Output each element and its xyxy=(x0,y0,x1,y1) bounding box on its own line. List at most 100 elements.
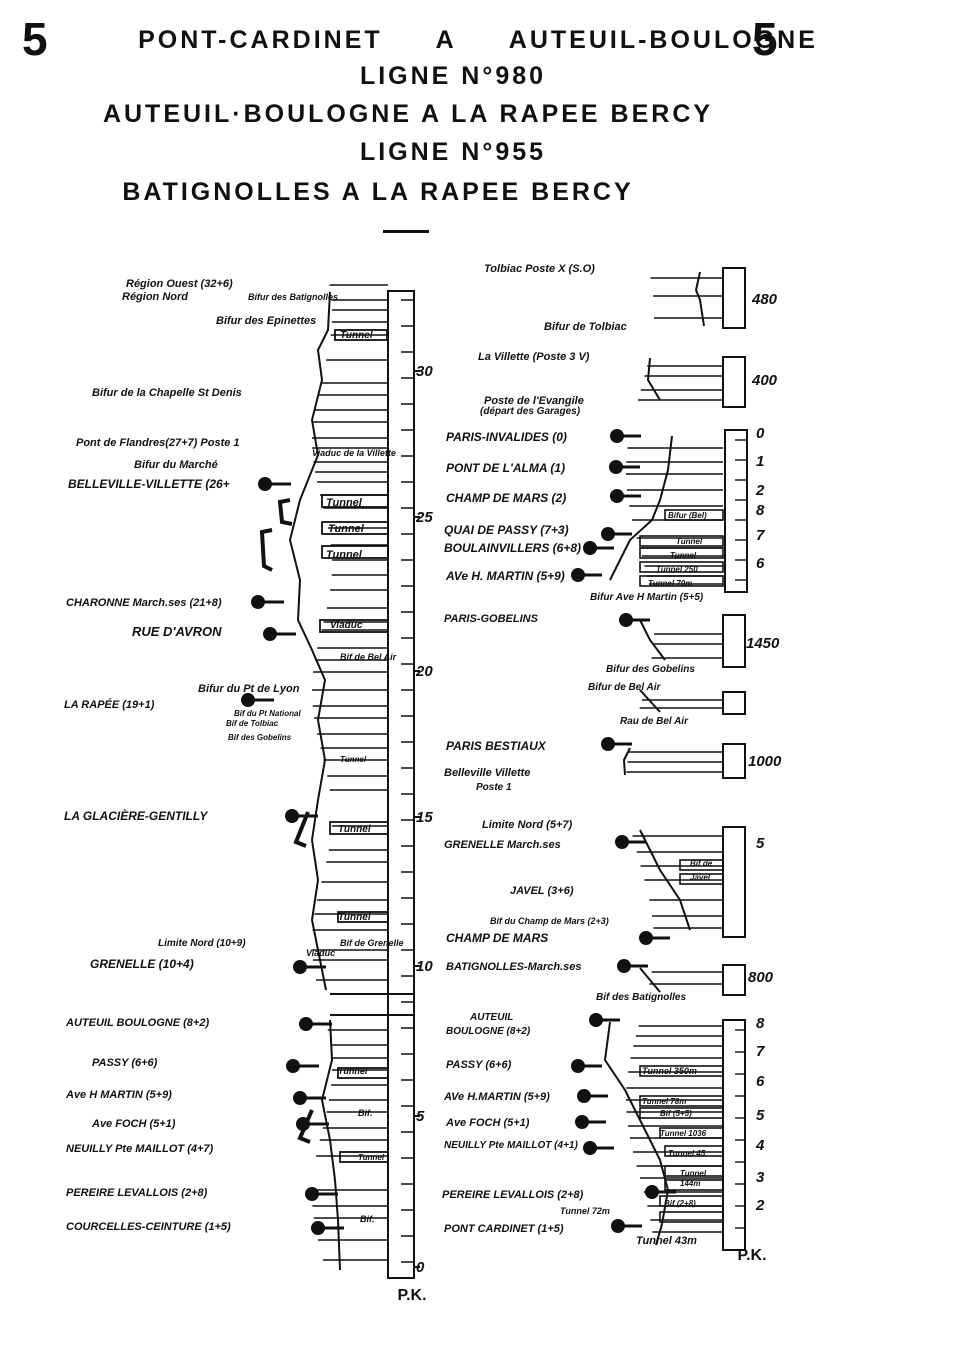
right-station-label: PASSY (6+6) xyxy=(446,1059,512,1071)
left-station-label: Tunnel xyxy=(326,497,363,509)
right-station-label: Bif de xyxy=(690,859,713,868)
right-axis-tick-label: 1000 xyxy=(748,753,782,770)
right-station-label: JAVEL (3+6) xyxy=(510,885,574,897)
tunnel-box xyxy=(321,545,389,559)
right-axis-tick-label: 6 xyxy=(756,555,765,572)
tunnel-box xyxy=(664,509,724,521)
right-station-label: Bif des Batignolles xyxy=(596,992,686,1003)
left-station-label: BELLEVILLE-VILLETTE (26+ xyxy=(68,477,230,491)
right-scale-box xyxy=(722,964,746,996)
tunnel-box xyxy=(639,561,724,573)
left-track-line xyxy=(288,291,331,991)
left-station-label: LA RAPÉE (19+1) xyxy=(64,698,155,711)
right-axis-tick-label: 0 xyxy=(756,425,765,442)
right-station-label: Tunnel 250 xyxy=(656,565,698,574)
right-station-label: Bif (2+8) xyxy=(664,1199,696,1208)
track-bracket xyxy=(297,1109,314,1144)
right-station-label: Tunnel xyxy=(676,537,703,546)
left-axis-label: P.K. xyxy=(397,1287,426,1304)
left-station-label: Bifur du Marché xyxy=(134,459,218,471)
tunnel-box xyxy=(659,1211,724,1223)
right-station-label: PARIS BESTIAUX xyxy=(446,739,547,753)
right-station-label: Tunnel 350m xyxy=(642,1066,697,1076)
left-station-label: Bif de Bel Air xyxy=(340,652,397,662)
tunnel-box xyxy=(639,535,724,547)
right-station-label: BOULOGNE (8+2) xyxy=(446,1026,531,1037)
right-station-label: PONT DE L'ALMA (1) xyxy=(446,461,565,475)
right-scale-box xyxy=(722,1019,746,1251)
tunnel-box xyxy=(664,1145,724,1157)
right-station-label: BATIGNOLLES-March.ses xyxy=(446,961,582,973)
header-line-4: LIGNE N°955 xyxy=(359,138,547,166)
track-bracket xyxy=(293,811,310,848)
left-axis-tick-label: 30 xyxy=(416,363,433,380)
right-station-label: Tunnel 70m xyxy=(648,579,692,588)
right-scale-box xyxy=(722,743,746,779)
left-axis-tick-label: 25 xyxy=(415,509,433,526)
right-station-label: AVe H.MARTIN (5+9) xyxy=(443,1091,550,1103)
left-station-label: Bif des Gobelins xyxy=(228,733,292,742)
right-axis-tick-label: 7 xyxy=(756,527,765,544)
right-track-line xyxy=(646,357,661,401)
right-station-label: Bif (5+5) xyxy=(660,1109,692,1118)
track-bracket xyxy=(259,528,273,572)
header-to: A xyxy=(435,26,456,54)
right-scale-box xyxy=(722,267,746,329)
header-line-5: BATIGNOLLES A LA RAPEE BERCY xyxy=(122,178,634,206)
right-track-line xyxy=(622,747,631,776)
tunnel-box xyxy=(337,1067,389,1079)
tunnel-box xyxy=(337,911,389,923)
right-station-label: Tunnel 43m xyxy=(636,1235,697,1247)
header: 5 5 PONT-CARDINET A AUTEUIL-BOULOGNE LIG… xyxy=(0,0,956,250)
tunnel-box xyxy=(679,873,724,885)
left-scale-box xyxy=(387,290,415,1279)
header-origin: PONT-CARDINET xyxy=(138,26,383,54)
right-station-label: Tunnel xyxy=(680,1169,707,1178)
left-station-label: Bifur des Batignolles xyxy=(248,292,338,302)
right-axis-label: P.K. xyxy=(737,1247,766,1264)
right-station-label: Rau de Bel Air xyxy=(620,716,689,727)
left-station-label: Tunnel xyxy=(338,824,371,835)
right-station-label: CHAMP DE MARS (2) xyxy=(446,491,566,505)
left-station-label: Bif de Tolbiac xyxy=(226,719,279,728)
left-axis-tick-label: 0 xyxy=(416,1259,425,1276)
right-station-label: CHAMP DE MARS xyxy=(446,931,548,945)
right-station-label: Belleville Villette xyxy=(444,767,530,779)
right-station-label: QUAI DE PASSY (7+3) xyxy=(444,523,569,537)
right-station-label: Bifur des Gobelins xyxy=(606,664,695,675)
right-station-label: BOULAINVILLERS (6+8) xyxy=(444,541,581,555)
right-station-label: Bifur de Tolbiac xyxy=(544,321,627,333)
tunnel-box xyxy=(319,619,389,633)
left-station-label: Région Nord xyxy=(122,291,188,303)
left-station-label: RUE D'AVRON xyxy=(132,624,222,639)
track-bracket xyxy=(277,498,293,526)
left-station-label: Région Ouest (32+6) xyxy=(126,278,233,290)
right-scale-box xyxy=(722,826,746,938)
right-station-label: PEREIRE LEVALLOIS (2+8) xyxy=(442,1189,584,1201)
tunnel-box xyxy=(639,1095,724,1107)
tunnel-box xyxy=(659,1127,724,1139)
left-station-label: Bifur de la Chapelle St Denis xyxy=(92,387,242,399)
right-axis-tick-label: 1450 xyxy=(746,635,780,652)
left-station-label: Viaduc xyxy=(306,948,335,958)
left-station-label: Viaduc xyxy=(330,620,363,631)
tunnel-box xyxy=(639,1065,724,1077)
right-station-label: La Villette (Poste 3 V) xyxy=(478,351,590,363)
tunnel-box xyxy=(639,1107,724,1119)
left-station-label: Limite Nord (10+9) xyxy=(158,938,246,949)
right-station-label: AVe H. MARTIN (5+9) xyxy=(445,569,565,583)
right-station-label: PARIS-GOBELINS xyxy=(444,613,539,625)
left-axis-tick-label: 20 xyxy=(415,663,433,680)
tunnel-box xyxy=(659,1195,724,1207)
left-station-label: COURCELLES-CEINTURE (1+5) xyxy=(66,1221,231,1233)
right-axis-tick-label: 800 xyxy=(748,969,774,986)
right-axis-tick-label: 8 xyxy=(756,1015,765,1032)
right-station-label: Tunnel 1036 xyxy=(660,1129,707,1138)
right-station-label: Bifur Ave H Martin (5+5) xyxy=(590,592,704,603)
right-station-label: NEUILLY Pte MAILLOT (4+1) xyxy=(444,1140,578,1151)
tunnel-box xyxy=(639,547,724,559)
left-station-label: Bif. xyxy=(358,1108,373,1118)
right-station-label: AUTEUIL xyxy=(469,1012,513,1023)
right-station-label: GRENELLE March.ses xyxy=(444,839,561,851)
